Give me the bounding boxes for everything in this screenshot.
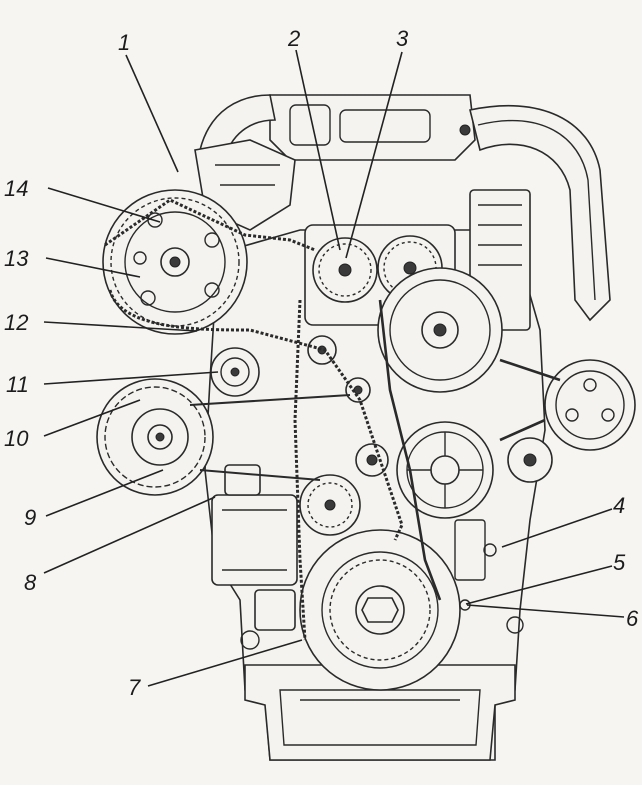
callout-7: 7 [128, 675, 141, 700]
accessory-belt [378, 299, 561, 601]
leader-lines [43, 49, 625, 687]
leader-8 [43, 496, 216, 574]
leader-11 [43, 371, 219, 385]
callout-13: 13 [4, 246, 29, 271]
leader-4 [501, 508, 613, 548]
leader-5 [465, 565, 613, 605]
starter-unit [211, 464, 298, 586]
leader-13 [45, 257, 141, 278]
intermediate-pulley [299, 474, 361, 536]
callout-12: 12 [4, 310, 28, 335]
leader-1 [125, 54, 179, 173]
callout-6: 6 [626, 606, 639, 631]
callout-labels: 1 2 3 4 5 6 7 8 9 10 11 12 13 14 [4, 26, 639, 700]
callout-5: 5 [613, 550, 626, 575]
injection-pump-gear [102, 189, 248, 335]
water-pump-pulley [396, 421, 494, 519]
leader-6 [466, 604, 625, 618]
far-right-pulley [544, 359, 636, 451]
crankshaft-pulley [299, 529, 461, 691]
oil-pan [244, 664, 516, 761]
callout-1: 1 [118, 30, 130, 55]
leader-14 [47, 187, 161, 223]
callout-8: 8 [24, 570, 37, 595]
callout-2: 2 [287, 26, 300, 51]
leader-9 [45, 469, 164, 517]
callout-4: 4 [613, 493, 625, 518]
leader-7 [147, 639, 303, 687]
upper-right-pulley [377, 267, 503, 393]
intake-pipe [469, 104, 611, 322]
callout-3: 3 [396, 26, 409, 51]
valve-cover [269, 94, 476, 161]
timing-belt [104, 198, 404, 641]
callout-11: 11 [6, 372, 29, 397]
engine-illustration [96, 94, 636, 761]
callout-14: 14 [4, 176, 28, 201]
callout-10: 10 [4, 426, 29, 451]
callout-9: 9 [24, 505, 36, 530]
leader-2 [295, 49, 341, 251]
leader-12 [43, 321, 198, 332]
leader-10 [43, 399, 141, 437]
leader-3 [345, 51, 403, 259]
tensioner-pulley [210, 347, 260, 397]
alternator [96, 378, 214, 496]
